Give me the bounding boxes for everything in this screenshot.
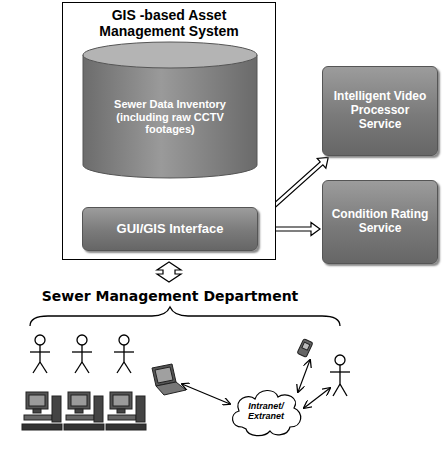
heading-text: GIS -based Asset Management System — [69, 7, 269, 39]
department-group: Sewer Management DepartmentIntranet/ Ext… — [10, 284, 330, 444]
network-link — [304, 388, 330, 408]
service-box: Condition Rating Service — [322, 180, 438, 264]
node-label: Sewer Data Inventory (including raw CCTV… — [98, 98, 242, 136]
network-link — [298, 360, 310, 392]
system-boundary: GIS -based Asset Management SystemSewer … — [62, 2, 276, 260]
laptop — [152, 364, 186, 395]
cylinder-top — [83, 42, 257, 68]
service-box: Intelligent Video Processor Service — [322, 66, 438, 156]
desktop-computer — [22, 392, 62, 430]
user-figure — [72, 335, 92, 373]
user-figure — [30, 335, 50, 373]
network-link — [182, 384, 230, 404]
desktop-computer — [64, 392, 104, 430]
cylinder-body — [83, 55, 257, 178]
node-label: Intranet/ Extranet — [240, 401, 292, 422]
heading-text: Sewer Management Department — [10, 288, 330, 304]
group-brace — [30, 307, 340, 326]
database-cylinder: Sewer Data Inventory (including raw CCTV… — [82, 41, 258, 179]
desktop-computer — [106, 392, 146, 430]
node-label: Intelligent Video Processor Service — [331, 90, 429, 131]
pda-device — [297, 339, 313, 358]
node-label: GUI/GIS Interface — [117, 222, 224, 237]
user-figure — [330, 355, 350, 396]
user-figure — [114, 335, 134, 373]
interface-box: GUI/GIS Interface — [82, 207, 258, 251]
double-arrow — [157, 262, 181, 282]
node-label: Condition Rating Service — [331, 208, 429, 236]
network-cloud: Intranet/ Extranet — [228, 386, 304, 438]
cloud-path — [233, 390, 301, 435]
